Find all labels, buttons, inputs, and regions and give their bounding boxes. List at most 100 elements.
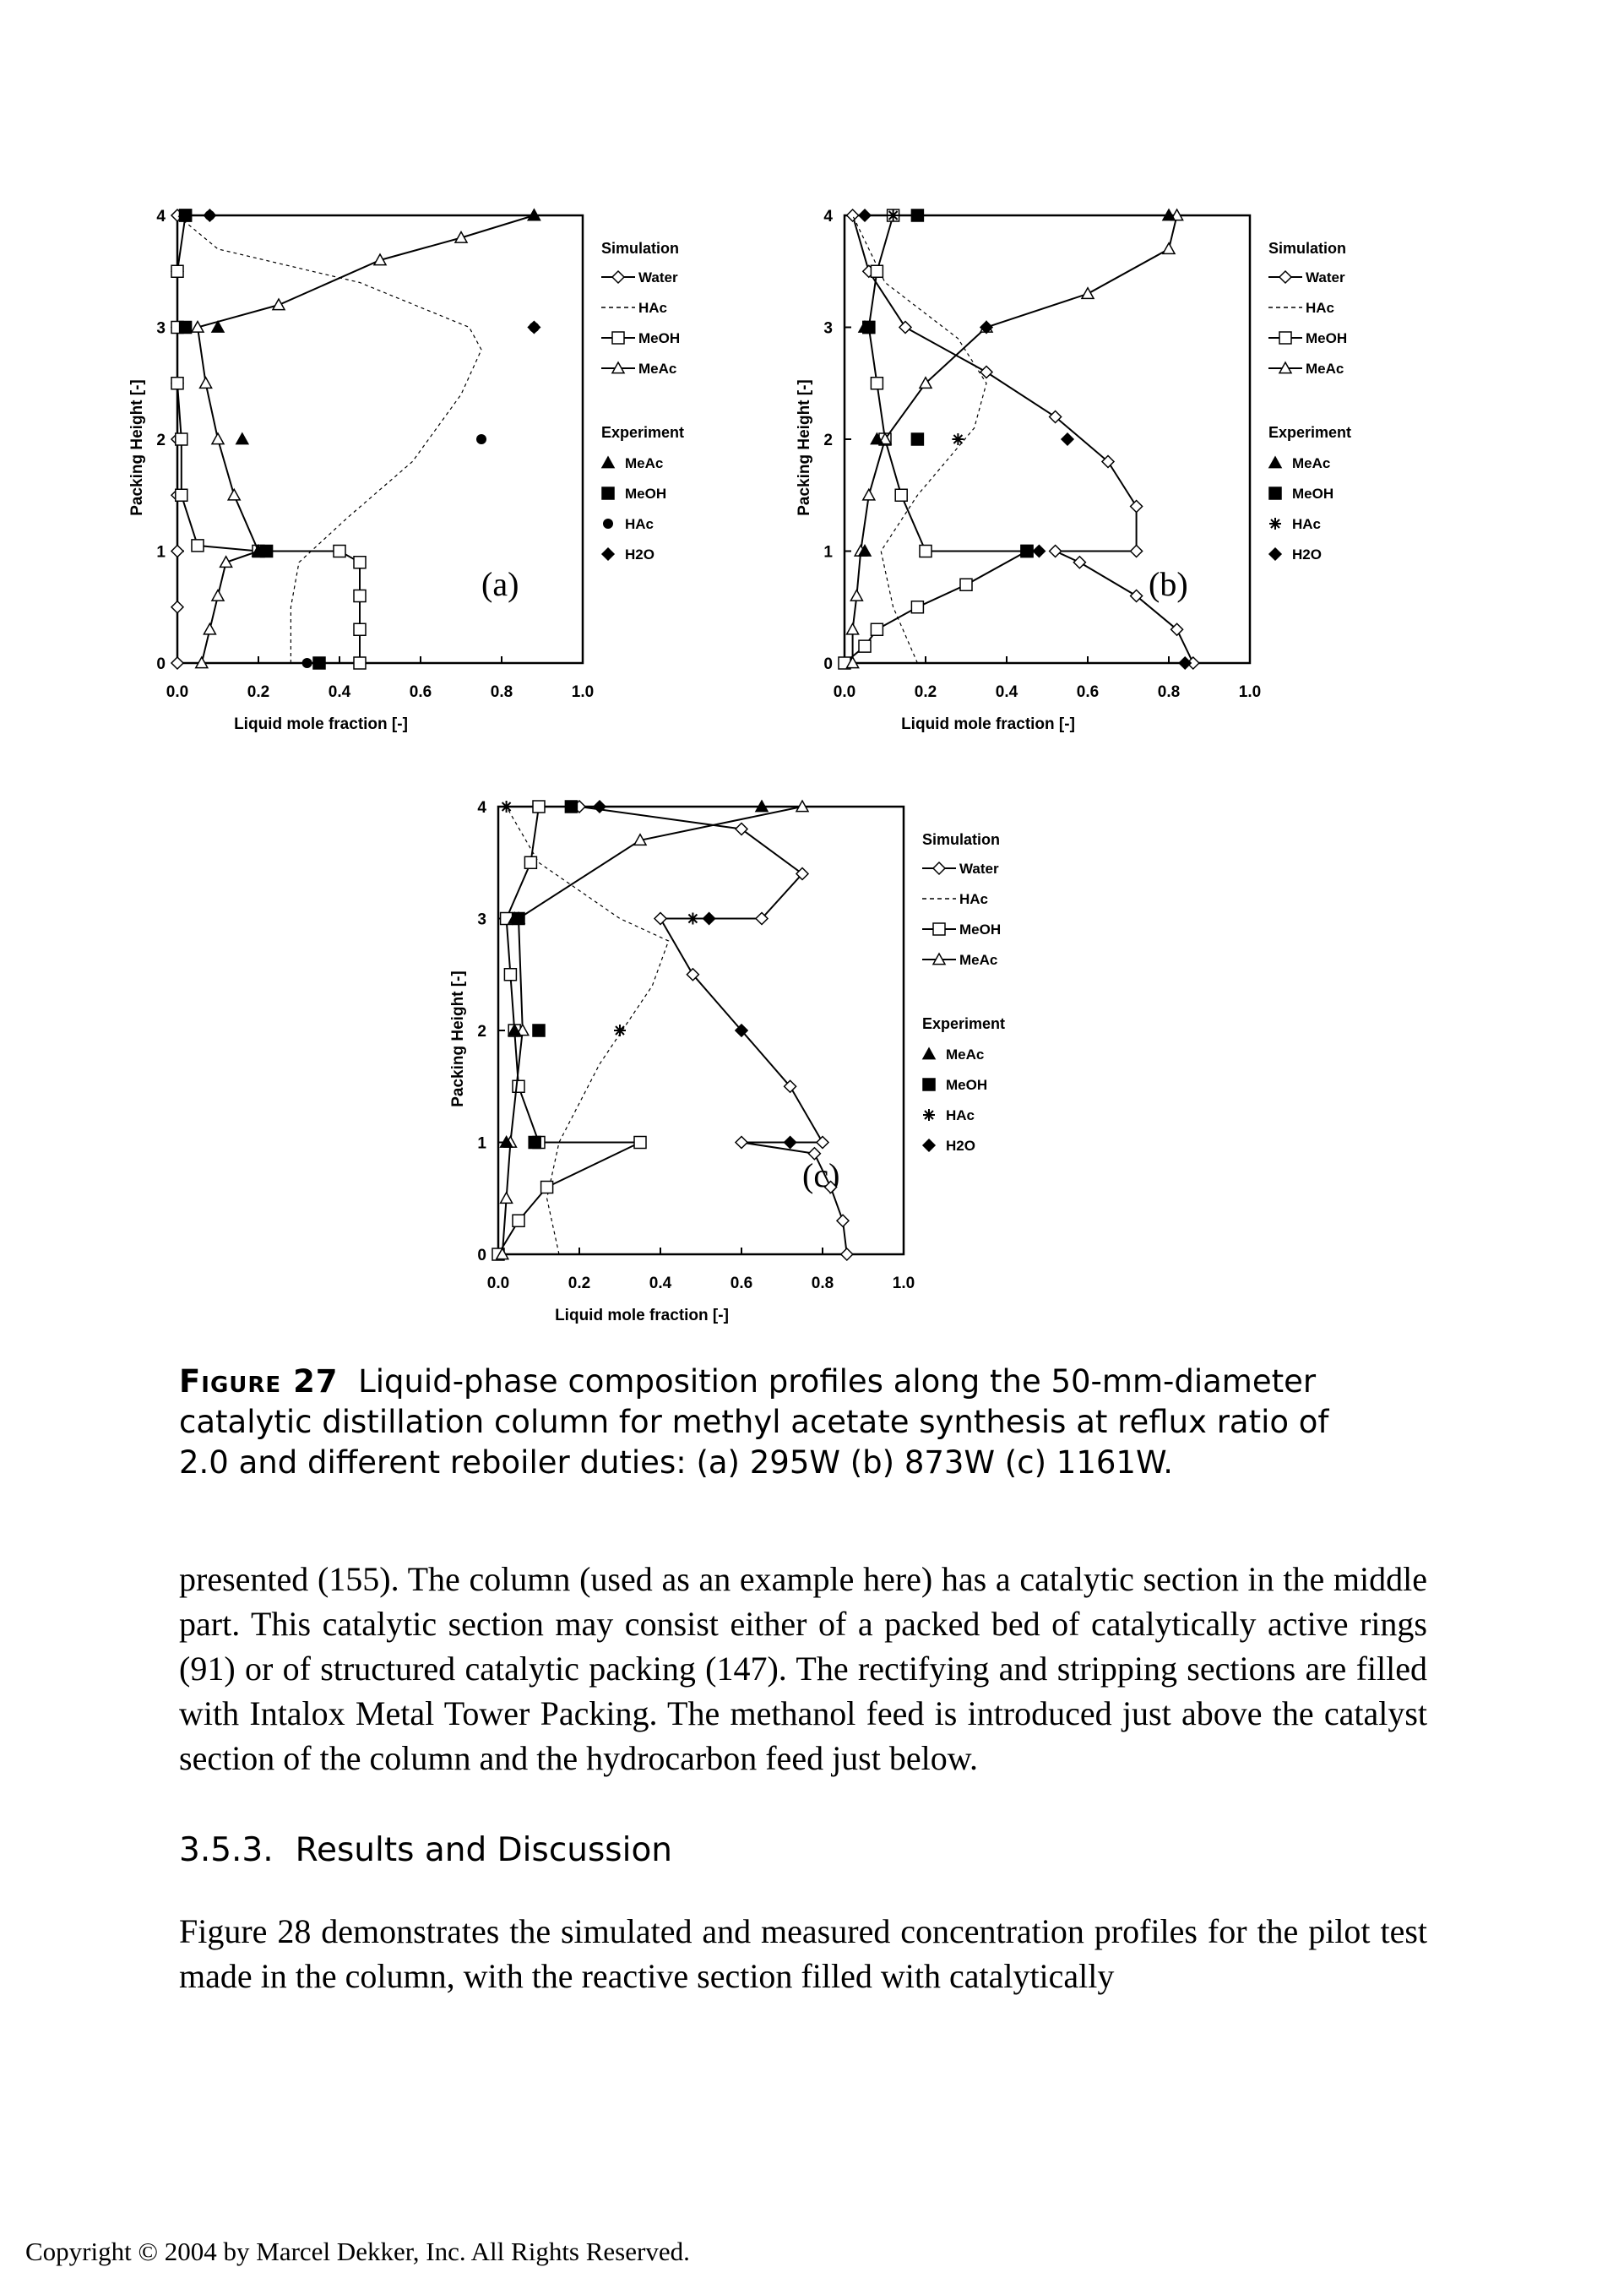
data-point bbox=[1060, 432, 1075, 447]
data-point bbox=[734, 822, 749, 836]
x-tick-label: 0.2 bbox=[247, 683, 269, 701]
data-point bbox=[178, 320, 193, 334]
legend-title: Experiment bbox=[601, 424, 684, 441]
legend-marker bbox=[611, 331, 625, 345]
y-tick-label: 2 bbox=[156, 432, 166, 449]
x-tick-label: 1.0 bbox=[893, 1275, 915, 1292]
data-point bbox=[499, 1134, 513, 1148]
legend-marker bbox=[932, 922, 946, 936]
y-tick-label: 0 bbox=[477, 1247, 486, 1264]
series-exp-meoh bbox=[178, 209, 326, 670]
series-line bbox=[506, 806, 670, 1255]
y-tick-label: 1 bbox=[156, 544, 166, 562]
legend-marker bbox=[1268, 546, 1283, 562]
legend-label: MeOH bbox=[946, 1077, 987, 1093]
y-tick-label: 1 bbox=[823, 544, 833, 562]
data-point bbox=[1032, 544, 1046, 558]
series-line bbox=[177, 215, 482, 663]
series-exp-hac bbox=[500, 801, 699, 1036]
data-point bbox=[783, 1079, 797, 1094]
series-exp-hac bbox=[887, 209, 964, 445]
data-point bbox=[862, 320, 876, 334]
data-point bbox=[499, 1191, 513, 1204]
legend-label: Water bbox=[638, 269, 678, 285]
plot-frame bbox=[843, 214, 1252, 665]
series-line bbox=[844, 215, 1028, 664]
legend: SimulationWaterHAcMeOHMeAcExperimentMeAc… bbox=[600, 240, 684, 563]
y-axis-label: Packing Height [-] bbox=[128, 379, 146, 516]
legend-label: MeOH bbox=[625, 486, 666, 502]
panel-label: (b) bbox=[1149, 565, 1188, 603]
legend-label: HAc bbox=[625, 516, 654, 532]
data-point bbox=[633, 833, 648, 846]
data-point bbox=[861, 487, 877, 501]
y-axis-label: Packing Height [-] bbox=[449, 970, 467, 1107]
data-point bbox=[1178, 655, 1192, 671]
data-point bbox=[301, 658, 312, 668]
data-point bbox=[1048, 544, 1062, 558]
y-tick-label: 4 bbox=[823, 208, 833, 226]
legend-marker bbox=[611, 361, 626, 374]
plot-frame bbox=[497, 805, 905, 1256]
data-point bbox=[476, 434, 486, 444]
legend-marker bbox=[931, 952, 947, 965]
data-point bbox=[312, 656, 326, 670]
data-point bbox=[870, 264, 884, 278]
x-tick-label: 0.6 bbox=[410, 683, 432, 701]
data-point bbox=[507, 1023, 522, 1036]
figure-label: Figure 27 bbox=[179, 1363, 339, 1400]
series-meoh bbox=[838, 209, 1034, 670]
data-point bbox=[532, 1024, 546, 1037]
data-point bbox=[979, 320, 994, 334]
data-point bbox=[178, 209, 193, 222]
data-point bbox=[170, 600, 185, 614]
series-exp-meac bbox=[499, 799, 769, 1148]
data-point bbox=[1161, 242, 1176, 255]
series-meac bbox=[845, 208, 1184, 669]
data-point bbox=[979, 365, 994, 379]
data-point bbox=[528, 1135, 541, 1150]
data-point bbox=[857, 543, 872, 557]
data-point bbox=[503, 968, 518, 981]
data-point bbox=[210, 319, 225, 333]
x-tick-label: 0.4 bbox=[329, 683, 351, 701]
data-point bbox=[524, 856, 538, 869]
body-paragraph-2: Figure 28 demonstrates the simulated and… bbox=[179, 1912, 1427, 1995]
data-point bbox=[687, 912, 699, 925]
y-tick-label: 3 bbox=[156, 320, 166, 338]
x-axis-label: Liquid mole fraction [-] bbox=[234, 715, 408, 733]
data-point bbox=[870, 377, 884, 390]
legend-marker bbox=[931, 861, 947, 876]
data-point bbox=[527, 208, 541, 221]
data-point bbox=[540, 1180, 554, 1194]
data-point bbox=[870, 432, 884, 445]
data-point bbox=[372, 253, 388, 266]
legend: SimulationWaterHAcMeOHMeAcExperimentMeAc… bbox=[1268, 240, 1351, 563]
data-point bbox=[353, 589, 367, 603]
series-meoh bbox=[171, 209, 367, 670]
data-point bbox=[823, 1180, 838, 1194]
data-point bbox=[754, 799, 769, 813]
data-point bbox=[898, 320, 913, 334]
data-point bbox=[203, 622, 217, 635]
legend-label: HAc bbox=[638, 300, 667, 316]
data-point bbox=[190, 319, 205, 333]
y-tick-label: 4 bbox=[156, 208, 166, 226]
data-point bbox=[170, 544, 185, 558]
legend-label: H2O bbox=[946, 1138, 975, 1154]
data-point bbox=[271, 297, 286, 311]
panel-label: (a) bbox=[481, 565, 519, 603]
data-point bbox=[171, 377, 184, 390]
data-point bbox=[857, 208, 872, 223]
y-tick-label: 2 bbox=[823, 432, 833, 449]
data-point bbox=[910, 432, 925, 446]
data-point bbox=[592, 799, 607, 814]
data-point bbox=[175, 488, 188, 502]
x-tick-label: 0.0 bbox=[487, 1275, 509, 1292]
data-point bbox=[858, 639, 872, 653]
x-tick-label: 0.0 bbox=[834, 683, 855, 701]
x-tick-label: 1.0 bbox=[1239, 683, 1261, 701]
legend-label: HAc bbox=[1306, 300, 1334, 316]
legend-label: MeOH bbox=[1306, 330, 1347, 346]
